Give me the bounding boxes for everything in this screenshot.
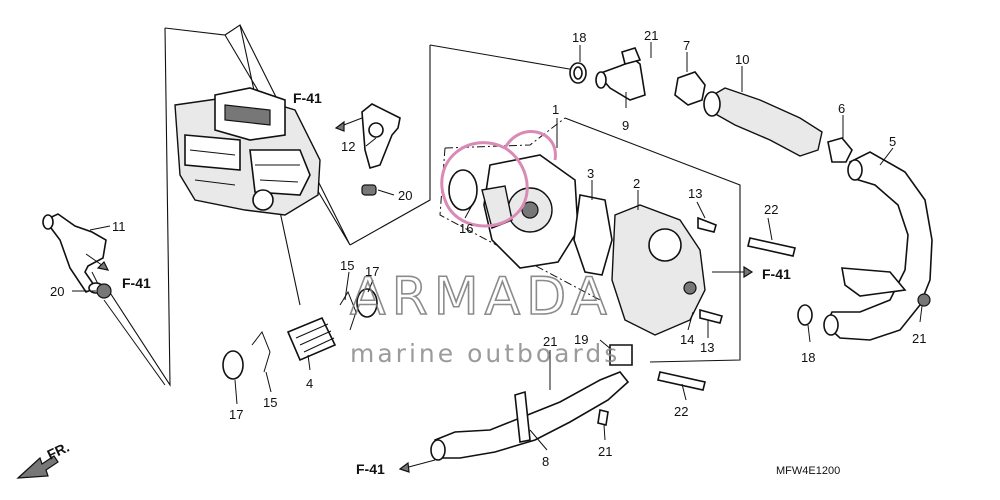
right-pipe-5 bbox=[797, 151, 933, 341]
callout-number: 4 bbox=[306, 376, 313, 391]
callout-number: 13 bbox=[688, 186, 702, 201]
reference-label: F-41 bbox=[356, 461, 385, 477]
reference-label: F-41 bbox=[293, 90, 322, 106]
watermark-title: ARMADA bbox=[350, 267, 613, 327]
upper-fitting bbox=[349, 44, 576, 246]
engine-block bbox=[104, 24, 351, 387]
callout-number: 11 bbox=[112, 219, 126, 234]
callout-number: 21 bbox=[598, 444, 612, 459]
reference-arrows bbox=[85, 117, 754, 473]
callout-number: 12 bbox=[341, 139, 355, 154]
reference-label: F-41 bbox=[122, 275, 151, 291]
callout-number: 19 bbox=[574, 332, 588, 347]
callout-number: 16 bbox=[459, 221, 473, 236]
watermark: ARMADA marine outboards bbox=[349, 130, 620, 368]
callout-number: 7 bbox=[683, 38, 690, 53]
callout-number: 20 bbox=[398, 188, 412, 203]
callout-number: 14 bbox=[680, 332, 694, 347]
callout-number: 17 bbox=[365, 264, 379, 279]
callout-number: 22 bbox=[764, 202, 778, 217]
callout-number: 2 bbox=[633, 176, 640, 191]
callout-number: 17 bbox=[229, 407, 243, 422]
callout-number: 10 bbox=[735, 52, 749, 67]
callout-number: 21 bbox=[912, 331, 926, 346]
callout-number: 22 bbox=[674, 404, 688, 419]
callout-number: 15 bbox=[340, 258, 354, 273]
left-fitting bbox=[42, 213, 166, 386]
reference-label: F-41 bbox=[762, 266, 791, 282]
leader-lines bbox=[72, 42, 923, 451]
callout-number: 18 bbox=[801, 350, 815, 365]
callout-number: 8 bbox=[542, 454, 549, 469]
callout-number: 15 bbox=[263, 395, 277, 410]
callout-number: 5 bbox=[889, 134, 896, 149]
callout-number: 18 bbox=[572, 30, 586, 45]
callout-number: 6 bbox=[838, 101, 845, 116]
callout-number: 13 bbox=[700, 340, 714, 355]
front-label: FR. bbox=[45, 439, 72, 463]
watermark-subtitle: marine outboards bbox=[350, 339, 620, 368]
top-parts bbox=[569, 47, 853, 163]
callout-number: 9 bbox=[622, 118, 629, 133]
callout-number: 21 bbox=[543, 334, 557, 349]
lower-pipe-8 bbox=[222, 288, 706, 461]
callout-number: 1 bbox=[552, 102, 559, 117]
callout-number: 20 bbox=[50, 284, 64, 299]
callout-number: 3 bbox=[587, 166, 594, 181]
front-direction-arrow: FR. bbox=[16, 439, 72, 479]
part-code: MFW4E1200 bbox=[776, 465, 840, 477]
callout-number: 21 bbox=[644, 28, 658, 43]
